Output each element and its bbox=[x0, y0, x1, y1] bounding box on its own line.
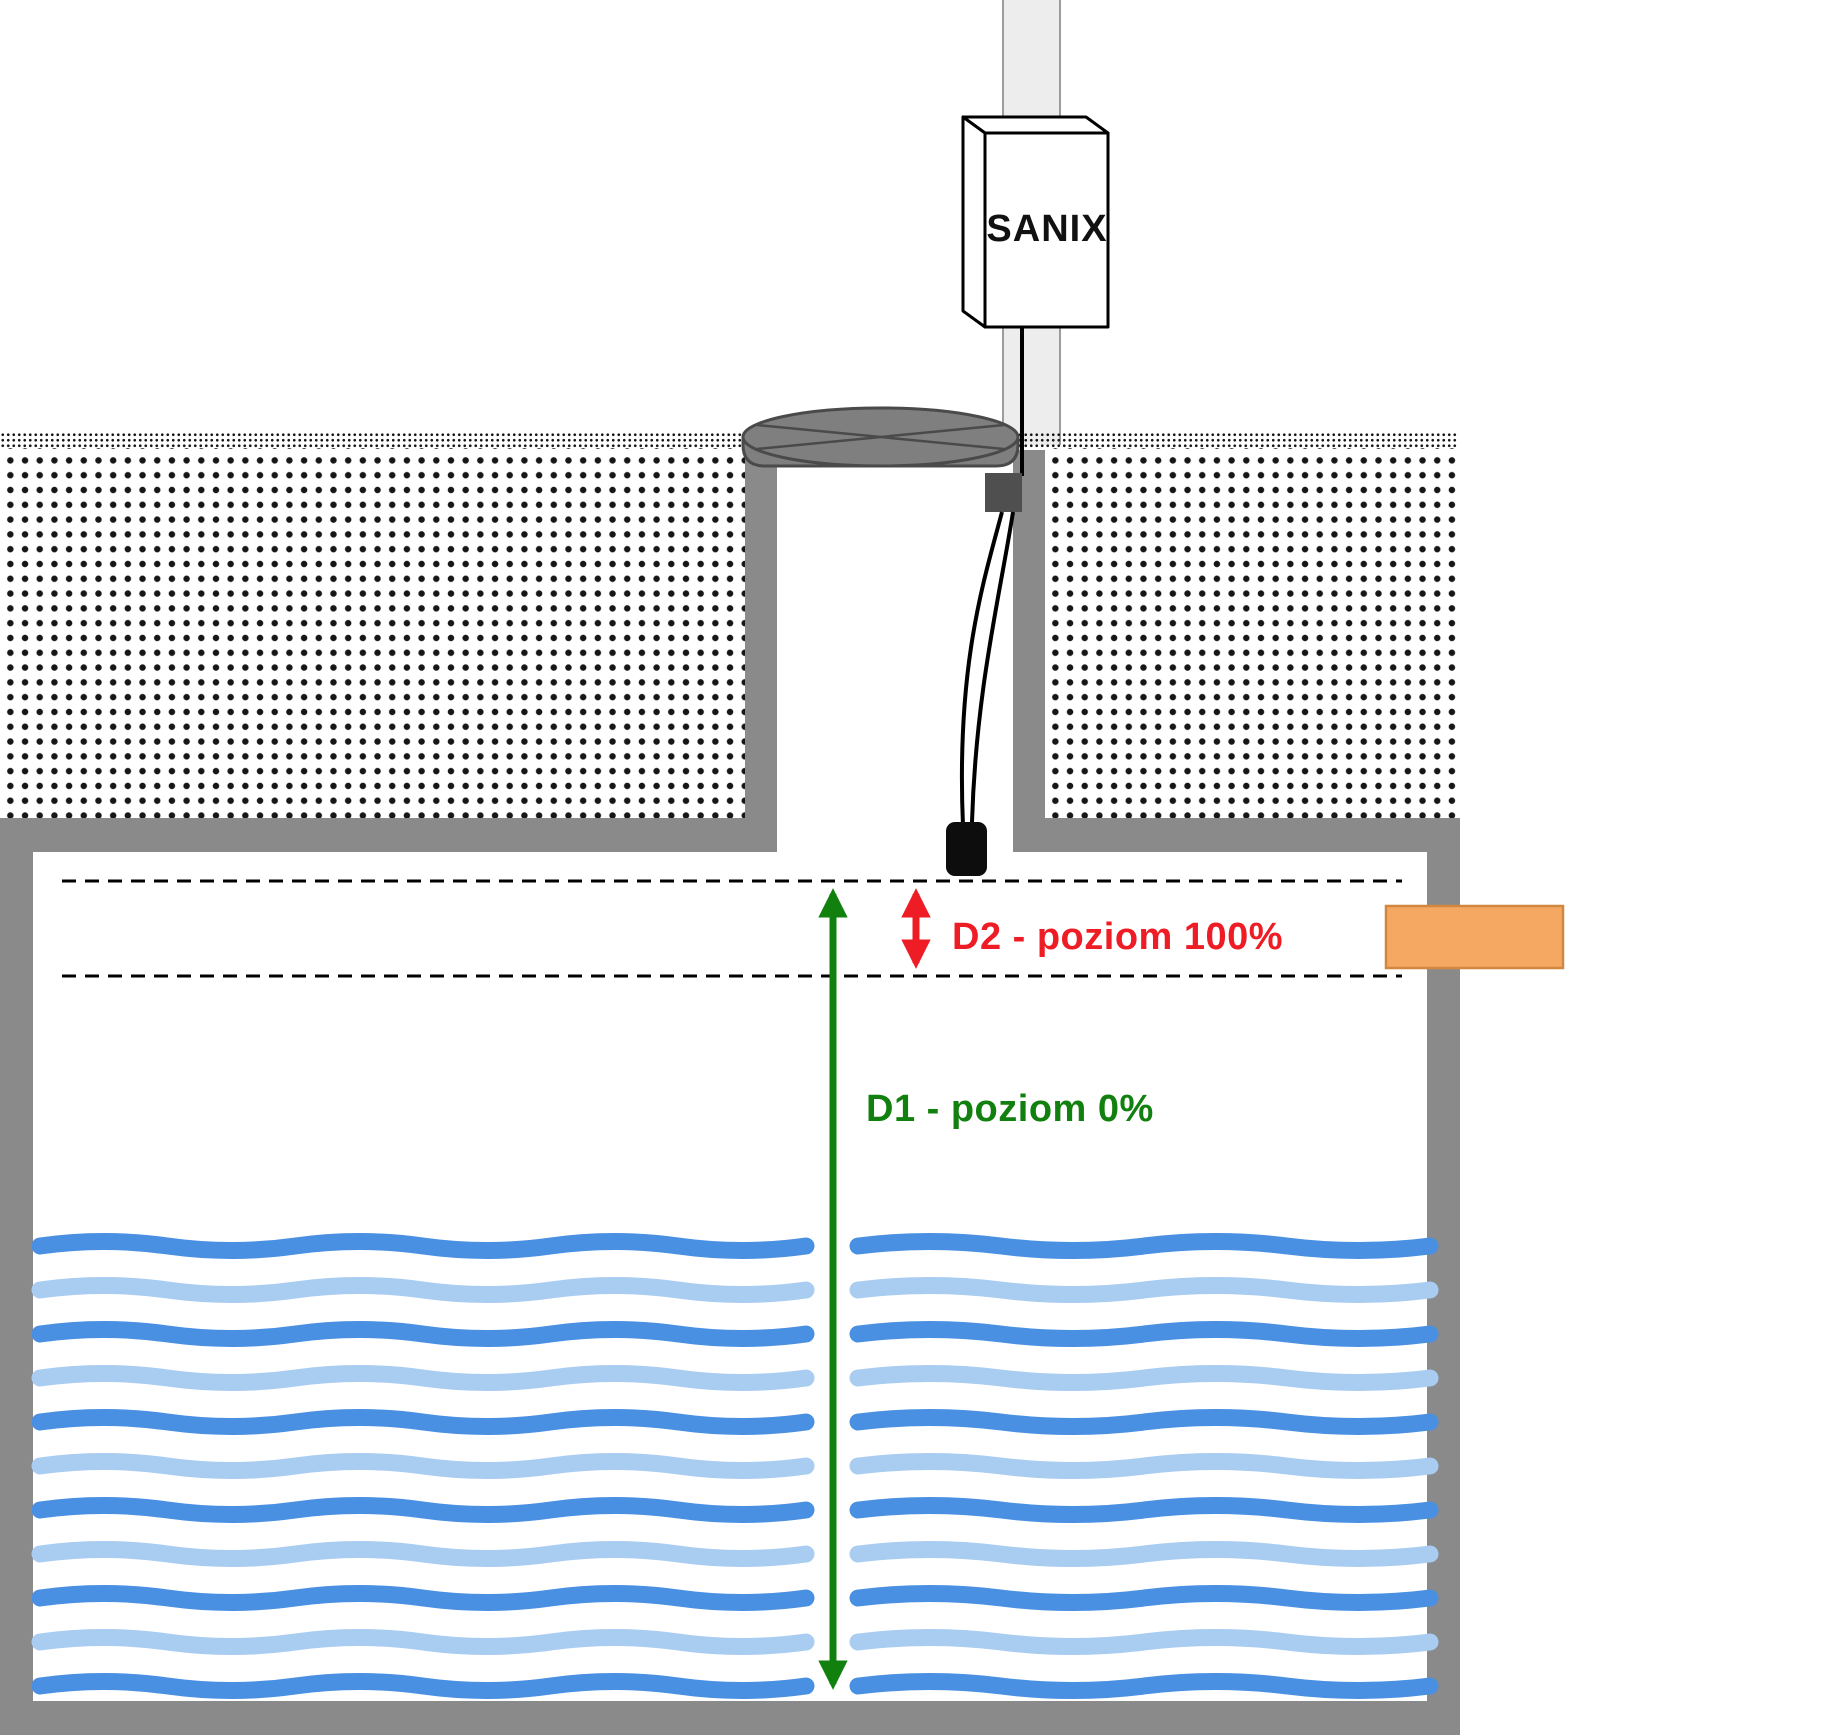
shaft-wall-left bbox=[745, 450, 777, 852]
inlet-pipe-icon bbox=[1384, 904, 1565, 970]
manhole-cap-icon bbox=[741, 406, 1020, 468]
wave-stripe bbox=[849, 1321, 1439, 1347]
tank-wall-bottom bbox=[0, 1701, 1460, 1735]
ground-left bbox=[0, 448, 745, 818]
wave-stripe bbox=[31, 1409, 815, 1435]
wave-stripe bbox=[849, 1409, 1439, 1435]
wave-stripe bbox=[849, 1233, 1439, 1259]
wave-stripe bbox=[849, 1585, 1439, 1611]
wave-stripe bbox=[31, 1233, 815, 1259]
shaft-wall-right bbox=[1013, 450, 1045, 852]
level-sensor-icon bbox=[946, 822, 987, 876]
wave-stripe bbox=[31, 1585, 815, 1611]
sensor-cable-strand-b bbox=[970, 511, 1015, 823]
sanix-device-label: SANIX bbox=[986, 208, 1108, 250]
wave-stripe bbox=[31, 1321, 815, 1347]
sanix-device-box bbox=[961, 115, 1110, 329]
wave-stripe bbox=[849, 1277, 1439, 1303]
tank-wall-top-left bbox=[0, 818, 777, 852]
tank-wall-right bbox=[1427, 818, 1460, 1735]
liquid-waves bbox=[31, 1233, 1439, 1699]
wave-stripe bbox=[849, 1453, 1439, 1479]
wave-stripe bbox=[31, 1277, 815, 1303]
wave-stripe bbox=[31, 1541, 815, 1567]
wave-stripe bbox=[31, 1453, 815, 1479]
sensor-cable-strand-a bbox=[959, 511, 1004, 827]
wave-stripe bbox=[31, 1365, 815, 1391]
d2-level-label: D2 - poziom 100% bbox=[952, 916, 1284, 958]
ground-surface-strip bbox=[0, 432, 1458, 449]
wave-stripe bbox=[849, 1629, 1439, 1655]
wave-stripe bbox=[849, 1497, 1439, 1523]
wave-stripe bbox=[849, 1673, 1439, 1699]
ground-right bbox=[1045, 448, 1458, 818]
wave-stripe bbox=[849, 1365, 1439, 1391]
tank-wall-top-right bbox=[1013, 818, 1460, 852]
wave-stripe bbox=[31, 1673, 815, 1699]
wave-stripe bbox=[849, 1541, 1439, 1567]
cable-gland bbox=[985, 473, 1022, 512]
tank-interior bbox=[0, 818, 1460, 1735]
wave-stripe bbox=[31, 1497, 815, 1523]
tank-wall-left bbox=[0, 818, 33, 1735]
wave-stripe bbox=[31, 1629, 815, 1655]
d1-level-label: D1 - poziom 0% bbox=[866, 1088, 1154, 1130]
